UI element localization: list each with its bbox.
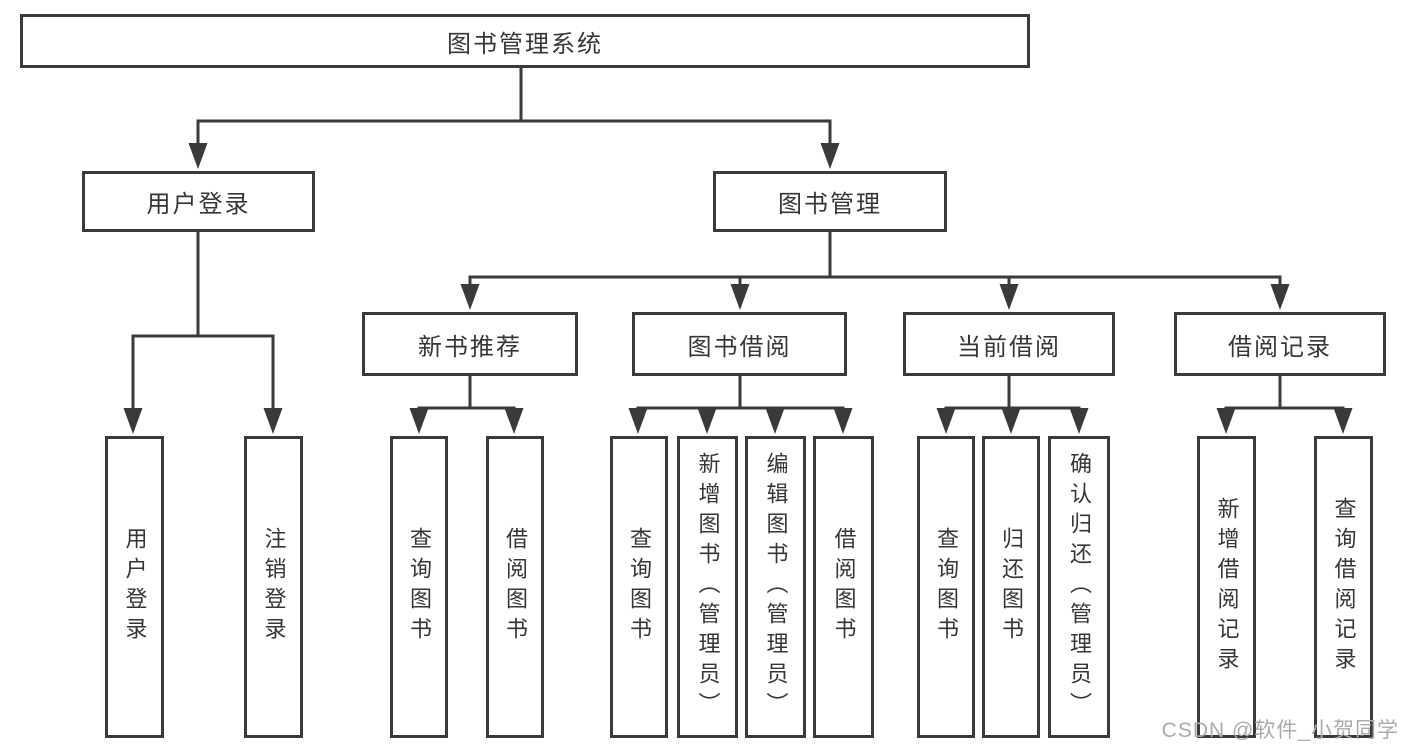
leaf-add-borrow-record-label: 新增借阅记录 — [1214, 497, 1240, 677]
node-root: 图书管理系统 — [20, 14, 1030, 68]
leaf-logout-label: 注销登录 — [261, 527, 287, 647]
node-user-login-label: 用户登录 — [146, 191, 251, 218]
leaf-query-book-2: 查询图书 — [610, 436, 668, 738]
leaf-query-book-2-label: 查询图书 — [627, 527, 652, 647]
leaf-add-book-admin-label: 新增图书（管理员） — [695, 452, 721, 722]
node-current-borrow-label: 当前借阅 — [957, 333, 1061, 361]
node-borrow-record-label: 借阅记录 — [1228, 333, 1332, 361]
node-book-management-label: 图书管理 — [778, 191, 882, 218]
leaf-query-borrow-record-label: 查询借阅记录 — [1331, 497, 1357, 677]
leaf-borrow-book-1: 借阅图书 — [486, 436, 544, 738]
leaf-query-book-3-label: 查询图书 — [934, 527, 959, 647]
leaf-borrow-book-2-label: 借阅图书 — [831, 527, 857, 647]
node-user-login: 用户登录 — [82, 171, 315, 232]
leaf-borrow-book-2: 借阅图书 — [813, 436, 874, 738]
leaf-query-book-1: 查询图书 — [390, 436, 448, 738]
leaf-logout: 注销登录 — [244, 436, 303, 738]
leaf-add-book-admin: 新增图书（管理员） — [677, 436, 738, 738]
node-book-management: 图书管理 — [713, 171, 947, 232]
node-new-book-recommend: 新书推荐 — [362, 312, 578, 376]
leaf-add-borrow-record: 新增借阅记录 — [1197, 436, 1256, 738]
leaf-query-borrow-record: 查询借阅记录 — [1314, 436, 1373, 738]
watermark: CSDN @软件_小贺同学 — [1161, 719, 1399, 742]
leaf-user-login: 用户登录 — [105, 436, 164, 738]
leaf-query-book-3: 查询图书 — [917, 436, 975, 738]
leaf-user-login-label: 用户登录 — [122, 527, 148, 647]
node-book-borrow-label: 图书借阅 — [687, 333, 792, 361]
leaf-confirm-return-admin-label: 确认归还（管理员） — [1067, 452, 1092, 722]
leaf-query-book-1-label: 查询图书 — [407, 527, 432, 647]
leaf-return-book-label: 归还图书 — [999, 527, 1024, 647]
leaf-confirm-return-admin: 确认归还（管理员） — [1048, 436, 1110, 738]
leaf-return-book: 归还图书 — [982, 436, 1040, 738]
node-root-label: 图书管理系统 — [447, 30, 603, 58]
leaf-borrow-book-1-label: 借阅图书 — [503, 527, 528, 647]
node-borrow-record: 借阅记录 — [1174, 312, 1386, 376]
leaf-edit-book-admin-label: 编辑图书（管理员） — [763, 452, 789, 722]
leaf-edit-book-admin: 编辑图书（管理员） — [745, 436, 806, 738]
node-new-book-recommend-label: 新书推荐 — [418, 333, 522, 361]
node-book-borrow: 图书借阅 — [632, 312, 847, 376]
node-current-borrow: 当前借阅 — [903, 312, 1115, 376]
